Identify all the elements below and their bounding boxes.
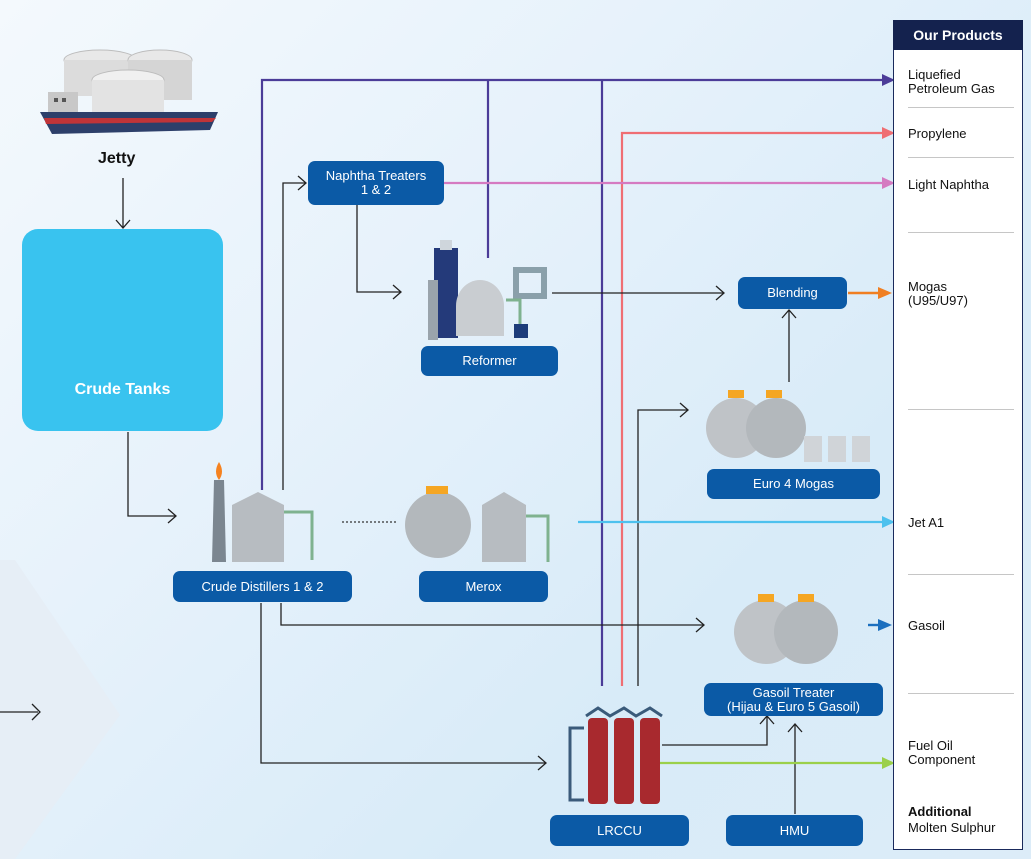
divider — [908, 107, 1014, 108]
product-lpg: Liquefied Petroleum Gas — [908, 68, 995, 96]
product-jet-a1: Jet A1 — [908, 515, 945, 530]
lrccu-equipment-icon — [568, 706, 663, 804]
euro4-spheres-icon — [706, 390, 870, 462]
merox-equipment-icon — [405, 486, 550, 562]
gasoil-treater-sublabel: (Hijau & Euro 5 Gasoil) — [727, 698, 860, 714]
naphtha-treaters-label: Naphtha Treaters — [325, 168, 427, 183]
divider — [908, 574, 1014, 575]
product-fuel-oil-line2: Component — [908, 752, 976, 767]
divider — [908, 157, 1014, 158]
product-mogas: Mogas (U95/U97) — [908, 280, 968, 308]
gasoil-treater-box: Gasoil Treater (Hijau & Euro 5 Gasoil) — [704, 683, 883, 716]
merox-box: Merox — [419, 571, 548, 602]
product-propylene: Propylene — [908, 126, 967, 141]
product-lpg-line1: Liquefied — [908, 67, 961, 82]
products-panel: Our Products Liquefied Petroleum Gas Pro… — [893, 20, 1023, 850]
crude-tanks-label: Crude Tanks — [74, 381, 171, 398]
blending-box: Blending — [738, 277, 847, 309]
product-light-naphtha: Light Naphtha — [908, 177, 989, 192]
lrccu-box: LRCCU — [550, 815, 689, 846]
crude-distillers-box: Crude Distillers 1 & 2 — [173, 571, 352, 602]
chevron-decoration — [0, 560, 120, 859]
product-gasoil: Gasoil — [908, 618, 945, 633]
product-fuel-oil-line1: Fuel Oil — [908, 738, 953, 753]
crude-tanks-card: Crude Tanks — [22, 229, 223, 431]
products-header: Our Products — [893, 20, 1023, 50]
jetty-label: Jetty — [98, 150, 136, 167]
euro4-mogas-box: Euro 4 Mogas — [707, 469, 880, 499]
jetty-ship-icon — [40, 49, 218, 134]
divider — [908, 693, 1014, 694]
product-lpg-line2: Petroleum Gas — [908, 81, 995, 96]
naphtha-treaters-box: Naphtha Treaters 1 & 2 — [308, 161, 444, 205]
product-mogas-line1: Mogas — [908, 279, 948, 294]
gasoil-spheres-icon — [734, 594, 838, 664]
reformer-equipment-icon — [428, 240, 547, 340]
product-mogas-line2: (U95/U97) — [908, 293, 968, 308]
arrow-icon — [31, 703, 41, 721]
divider — [908, 232, 1014, 233]
naphtha-treaters-sublabel: 1 & 2 — [360, 182, 392, 197]
additional-label: Additional — [908, 804, 972, 819]
hmu-box: HMU — [726, 815, 863, 846]
product-fuel-oil: Fuel Oil Component — [908, 739, 975, 767]
reformer-box: Reformer — [421, 346, 558, 376]
crude-distiller-icon — [212, 462, 314, 562]
product-molten-sulphur: Molten Sulphur — [908, 820, 996, 835]
divider — [908, 409, 1014, 410]
gasoil-treater-label: Gasoil Treater — [752, 684, 835, 700]
